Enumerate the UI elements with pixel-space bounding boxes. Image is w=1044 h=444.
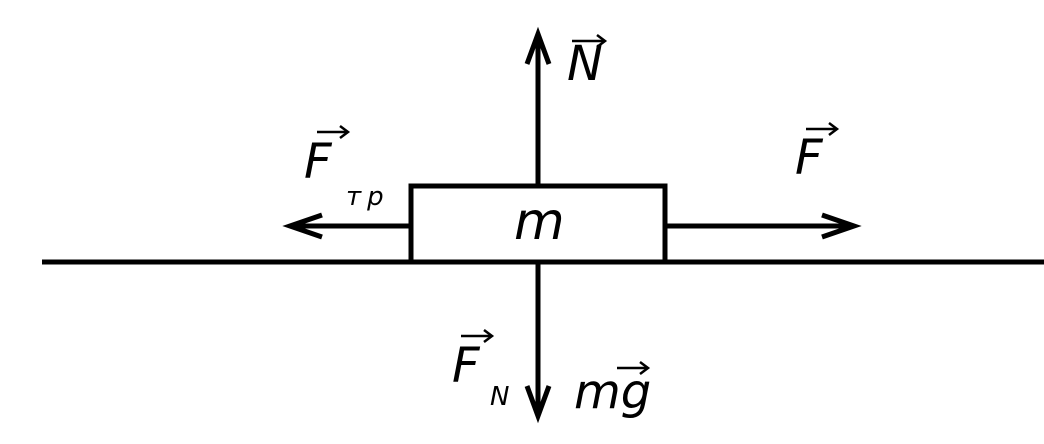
applied-force-label: F	[795, 130, 823, 186]
friction-force-label: F	[304, 134, 332, 190]
gravity-force-label: mg	[574, 364, 652, 420]
pressure-force-subscript: N	[490, 382, 516, 412]
vector-overarrows	[317, 34, 840, 375]
friction-force-subscript: тр	[346, 182, 390, 212]
friction-force-arrowhead	[282, 212, 323, 240]
pressure-force-label: F	[452, 338, 480, 394]
gravity-force-arrowhead	[524, 385, 552, 424]
normal-force-arrowhead	[524, 26, 552, 65]
block-mass-label: m	[514, 192, 565, 252]
normal-force-label: N	[567, 36, 603, 92]
applied-force-arrowhead	[821, 212, 862, 240]
